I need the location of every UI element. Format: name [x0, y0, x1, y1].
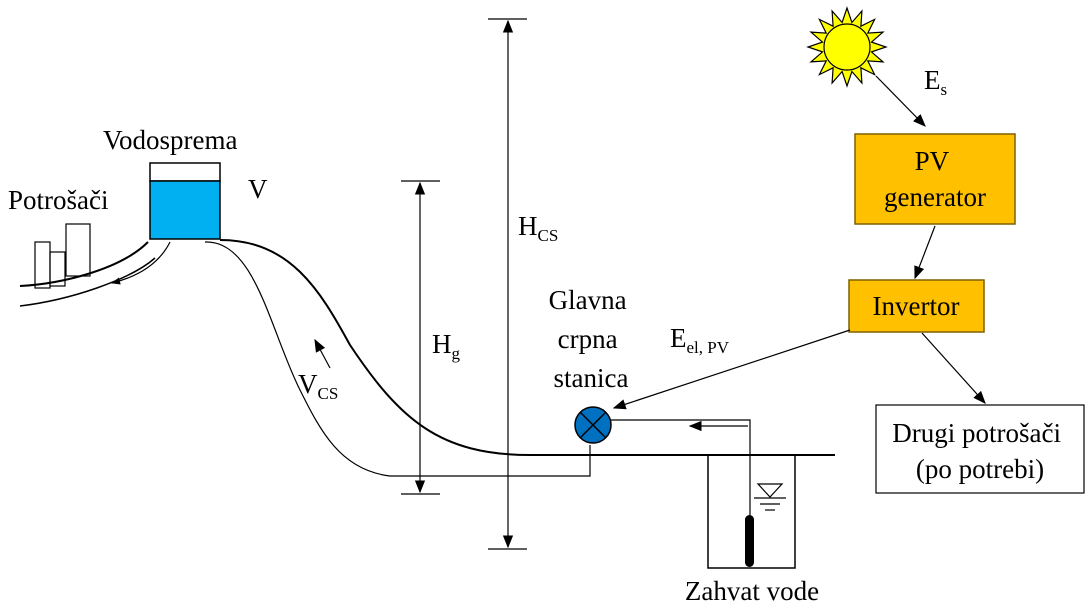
solar-arrow [875, 75, 926, 127]
reservoir [149, 162, 221, 240]
inverter-pump-arrow [612, 329, 851, 410]
hg-dimension [401, 180, 440, 495]
suction-inlet [745, 515, 754, 567]
water-intake [707, 455, 796, 569]
inverter-label: Invertor [873, 291, 960, 321]
hcs-dimension [488, 18, 527, 550]
solar-energy-label: Es [924, 65, 947, 99]
water-intake-label: Zahvat vode [685, 576, 819, 606]
vcs-label: VCS [298, 369, 338, 403]
supply-pipe-arrow [111, 241, 171, 285]
pv-generator-label: PV generator [884, 146, 986, 212]
volume-label: V [248, 174, 268, 204]
pressure-pipe [204, 241, 591, 477]
other-consumers-label: Drugi potrošači (po potrebi) [892, 418, 1067, 484]
pv-generator-box [854, 133, 1016, 225]
other-consumers-box [875, 404, 1085, 494]
pump-icon [574, 406, 612, 444]
suction-pipe [608, 419, 751, 520]
sun-icon [806, 6, 888, 88]
consumers-label: Potrošači [8, 185, 109, 215]
hcs-label: HCS [518, 211, 558, 245]
terrain-lower [19, 257, 156, 307]
consumers-buildings [34, 223, 91, 289]
hg-label: Hg [432, 329, 461, 363]
water-level-icon [754, 483, 786, 511]
pump-station-label: Glavna crpna stanica [549, 285, 634, 393]
vcs-arrow [314, 338, 331, 369]
reservoir-water [149, 180, 221, 240]
terrain-upper [19, 239, 835, 456]
inverter-consumers-arrow [921, 332, 986, 404]
inverter-box [848, 279, 985, 333]
pv-energy-label: Eel, PV [670, 323, 730, 357]
pv-inverter-arrow [914, 225, 936, 280]
reservoir-label: Vodosprema [103, 125, 238, 155]
